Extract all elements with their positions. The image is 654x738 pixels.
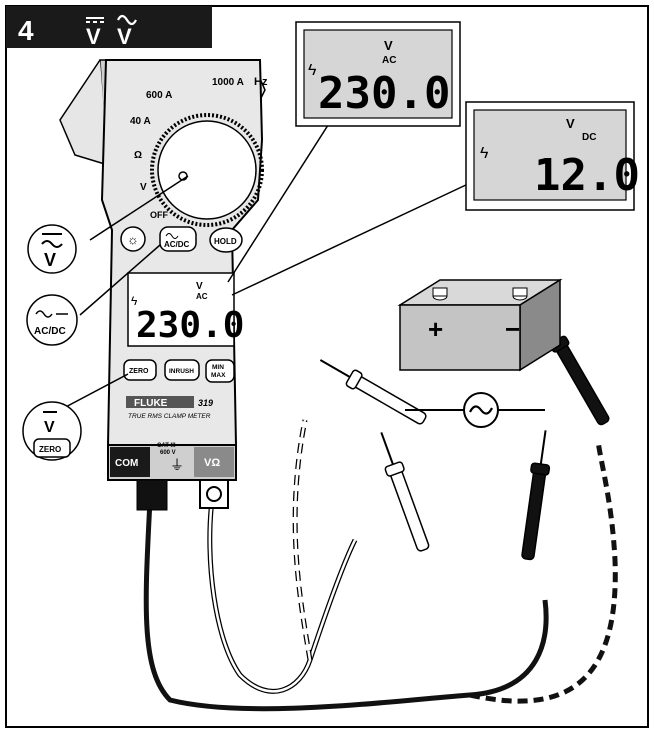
- outer-frame: [5, 5, 649, 728]
- callout-ac-display: V AC ϟ 230.0: [227, 21, 461, 283]
- meter-lcd-value: 230.0: [136, 305, 244, 346]
- meter-lcd-hv-icon: ϟ: [131, 294, 138, 308]
- cat-label: CAT III: [157, 443, 176, 449]
- dial-ohm: Ω: [134, 150, 142, 161]
- meter-lcd-unit: V: [196, 281, 203, 292]
- probe-red-ac: [380, 432, 430, 552]
- svg-text:V: V: [117, 24, 132, 49]
- meter-lcd-sub: AC: [196, 292, 208, 301]
- dc-display-sub: DC: [582, 132, 596, 143]
- callout-acdc: [26, 294, 78, 346]
- dial-600a: 600 A: [146, 90, 172, 101]
- step-header: 4 V V: [6, 6, 212, 49]
- dial-40a: 40 A: [130, 116, 151, 127]
- callout-dc-display: V DC ϟ 12.0: [231, 101, 640, 296]
- ac-display-value: 230.0: [318, 68, 450, 119]
- callout-zero-label: ZERO: [39, 445, 61, 454]
- ac-display-unit: V: [384, 38, 393, 53]
- brand-plate: [126, 396, 194, 408]
- dial-off: OFF: [150, 210, 168, 220]
- clamp-meter: COM VΩ CAT III 600 V ⏚ 1000 A Hz 600 A 4…: [59, 59, 268, 511]
- dc-display-hv-icon: ϟ: [480, 145, 489, 162]
- battery-minus-label: −: [505, 314, 520, 344]
- rotary-dial[interactable]: [157, 120, 257, 220]
- dial-hz: Hz: [254, 76, 268, 88]
- inrush-button-label: INRUSH: [169, 368, 194, 375]
- meter-lcd: [127, 272, 235, 347]
- ac-source: [405, 392, 545, 428]
- v-jack-label: VΩ: [204, 457, 220, 469]
- rotary-dial-ring: [150, 113, 264, 227]
- brand-label: FLUKE: [134, 398, 168, 409]
- dc-display-value: 12.0: [534, 150, 640, 201]
- zero-button[interactable]: [123, 359, 157, 381]
- meter-subtitle: TRUE RMS CLAMP METER: [128, 413, 211, 420]
- ac-display-sub: AC: [382, 55, 396, 66]
- dial-1000a: 1000 A: [212, 77, 244, 88]
- callouts-left: V AC/DC V ZERO: [22, 175, 189, 461]
- callout-v-mode: [27, 224, 77, 274]
- model-label: 319: [198, 398, 213, 408]
- acdc-button-label: AC/DC: [164, 240, 190, 249]
- callout-acdc-label: AC/DC: [34, 326, 66, 337]
- step-number: 4: [18, 15, 34, 46]
- hold-button-label: HOLD: [214, 237, 237, 246]
- ac-sine-icon: [469, 405, 493, 415]
- callout-v-mode-label: V: [44, 250, 56, 270]
- hold-button[interactable]: [209, 227, 243, 253]
- sun-icon: ☼: [127, 232, 139, 247]
- callout-zero-v: V: [44, 419, 55, 436]
- dc-volt-icon: V: [86, 17, 104, 49]
- inrush-button[interactable]: [164, 359, 200, 381]
- test-leads: [143, 419, 618, 712]
- ac-display-hv-icon: ϟ: [308, 62, 317, 79]
- max-label: MAX: [211, 372, 226, 379]
- probe-red-battery: [319, 359, 427, 425]
- com-jack[interactable]: [136, 479, 168, 511]
- ac-volt-icon: V: [117, 14, 137, 49]
- cat-voltage: 600 V: [160, 450, 176, 456]
- min-label: MIN: [212, 364, 224, 371]
- svg-text:V: V: [86, 24, 101, 49]
- minmax-button[interactable]: [205, 359, 235, 383]
- probe-black-ac: [521, 430, 551, 561]
- battery: + −: [397, 278, 563, 372]
- dial-v: V: [140, 182, 147, 193]
- battery-plus-label: +: [428, 314, 443, 344]
- backlight-button[interactable]: [120, 226, 146, 252]
- com-jack-label: COM: [115, 458, 138, 469]
- zero-button-label: ZERO: [129, 368, 149, 375]
- dc-display-unit: V: [566, 116, 575, 131]
- ground-icon: ⏚: [170, 457, 184, 473]
